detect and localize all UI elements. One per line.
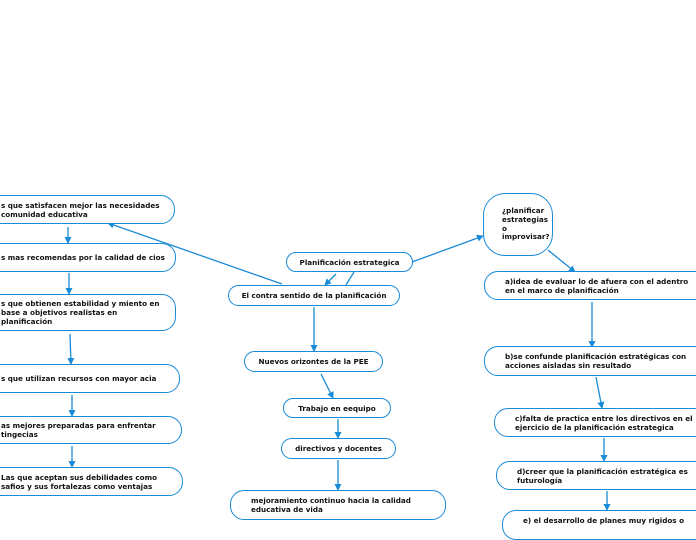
edge-b-c [595,376,605,409]
node-right-b[interactable]: b)se confunde planificación estratégicas… [484,346,696,376]
node-left-2[interactable]: s mas recomendas por la calidad de cios [0,243,176,272]
node-right-d[interactable]: d)creer que la planificación estratégica… [496,461,696,490]
node-left-5[interactable]: as mejores preparadas para enfrentar tin… [0,416,182,444]
node-label: s que utilizan recursos con mayor acia [1,374,157,383]
node-label: Trabajo en eequipo [298,403,376,413]
node-label: as mejores preparadas para enfrentar tin… [1,421,156,439]
node-label: a)idea de evaluar lo de afuera con el ad… [505,276,689,295]
node-label: b)se confunde planificación estratégicas… [505,352,687,370]
node-label: El contra sentido de la planificación [241,291,387,300]
node-left-1[interactable]: s que satisfacen mejor las necesidades c… [0,195,175,224]
node-left-4[interactable]: s que utilizan recursos con mayor acia [0,364,180,393]
connector-lines [64,221,611,511]
node-planificacion-estrategica[interactable]: Planificación estrategica [286,252,413,272]
edge-planificacion-question [411,234,484,263]
node-directivos-docentes[interactable]: directivos y docentes [281,438,396,459]
node-left-3[interactable]: s que obtienen estabilidad y miento en b… [0,294,176,331]
node-label: mejoramiento continuo hacia la calidad e… [251,496,411,514]
node-label: d)creer que la planificación estratégica… [517,466,688,485]
edge-contra-left [107,221,283,285]
node-trabajo-equipo[interactable]: Trabajo en eequipo [283,398,391,418]
node-right-a[interactable]: a)idea de evaluar lo de afuera con el ad… [484,271,696,300]
node-label: s mas recomendas por la calidad de cios [1,253,165,262]
node-right-c[interactable]: c)falta de practica entre los directivos… [494,408,696,437]
node-mejoramiento-continuo[interactable]: mejoramiento continuo hacia la calidad e… [230,490,446,520]
node-label: s que satisfacen mejor las necesidades c… [1,200,160,219]
node-right-e[interactable]: e) el desarrollo de planes muy rigidos o [502,510,696,540]
node-label: Las que aceptan sus debilidades como saf… [1,472,158,491]
edge-nuevos-trabajo [320,373,334,399]
edge-planificacion-contra-b [345,271,355,286]
node-planificar-question[interactable]: ¿planificar estrategias o improvisar? [483,193,553,256]
node-label: Planificación estrategica [299,257,400,267]
edge-left-3-4 [67,333,75,365]
node-label: Nuevos orizontes de la PEE [258,357,369,366]
node-label: e) el desarrollo de planes muy rigidos o [523,516,685,525]
node-label: c)falta de practica entre los directivos… [515,413,693,432]
node-label: s que obtienen estabilidad y miento en b… [1,299,160,326]
node-label: ¿planificar estrategias o improvisar? [502,206,550,242]
edge-planificacion-contra [324,273,337,286]
node-left-6[interactable]: Las que aceptan sus debilidades como saf… [0,467,183,496]
node-contra-sentido[interactable]: El contra sentido de la planificación [228,285,400,306]
node-nuevos-orizontes[interactable]: Nuevos orizontes de la PEE [244,351,383,372]
edge-question-a [547,249,576,273]
node-label: directivos y docentes [295,444,382,453]
